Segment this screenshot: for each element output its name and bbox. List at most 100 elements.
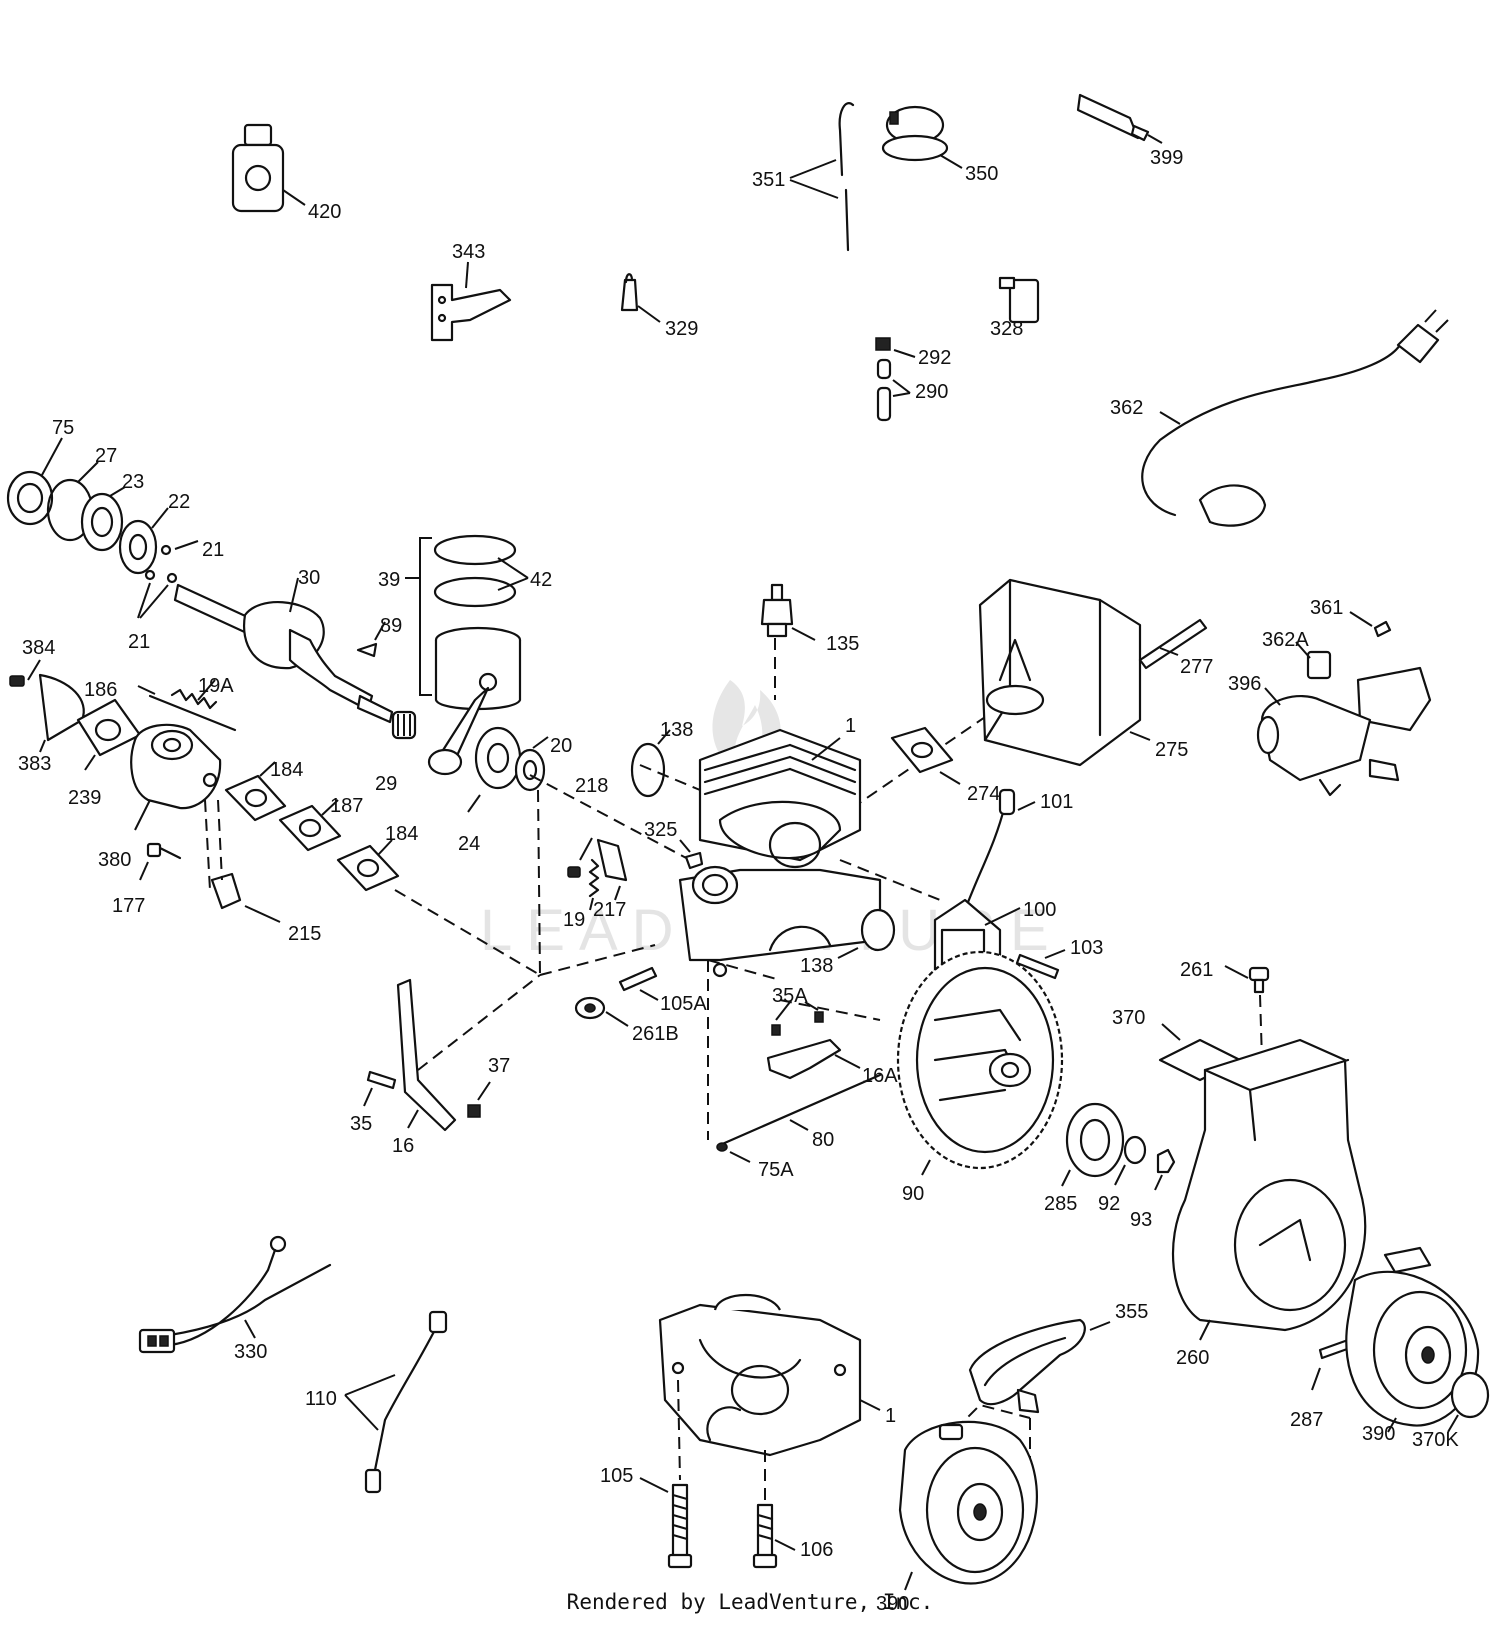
callout-277: 277 — [1180, 656, 1213, 678]
callout-103: 103 — [1070, 937, 1103, 959]
screw-218 — [567, 866, 581, 878]
callout-1-a: 1 — [845, 715, 856, 737]
callout-362A: 362A — [1262, 629, 1309, 651]
seal-20 — [514, 748, 546, 792]
bracket-217 — [596, 838, 628, 882]
callout-29: 29 — [375, 773, 397, 795]
callout-35: 35 — [350, 1113, 372, 1135]
callout-135: 135 — [826, 633, 859, 655]
bracket-39 — [419, 537, 432, 696]
screw-103 — [1015, 953, 1060, 980]
callout-275: 275 — [1155, 739, 1188, 761]
callout-42: 42 — [530, 569, 552, 591]
lever-16 — [396, 978, 457, 1132]
callout-138-b: 138 — [800, 955, 833, 977]
fuel-line-351 — [789, 102, 855, 252]
callout-19A: 19A — [198, 675, 234, 697]
callout-106: 106 — [800, 1539, 833, 1561]
starter-cup-285 — [1065, 1102, 1125, 1178]
callout-239: 239 — [68, 787, 101, 809]
callout-90: 90 — [902, 1183, 924, 1205]
callout-390-b: 390 — [876, 1593, 909, 1615]
callout-350: 350 — [965, 163, 998, 185]
bracket-343 — [430, 283, 512, 342]
callout-35A: 35A — [772, 985, 808, 1007]
flywheel-90 — [896, 950, 1064, 1170]
knob-215 — [210, 872, 242, 910]
callout-24: 24 — [458, 833, 480, 855]
gasket-239 — [76, 698, 142, 757]
callout-110: 110 — [305, 1388, 337, 1410]
callout-287: 287 — [1290, 1409, 1323, 1431]
decal-370K — [1450, 1371, 1490, 1419]
callout-370: 370 — [1112, 1007, 1145, 1029]
callout-217: 217 — [593, 899, 626, 921]
callout-399: 399 — [1150, 147, 1183, 169]
callout-274: 274 — [967, 783, 1000, 805]
callout-390-a: 390 — [1362, 1423, 1395, 1445]
callout-22: 22 — [168, 491, 190, 513]
ball-21-upper — [160, 544, 172, 556]
callout-16: 16 — [392, 1135, 414, 1157]
callout-labels: 420 343 329 351 350 399 328 292 290 362 … — [18, 147, 1459, 1615]
clip-329 — [620, 273, 639, 312]
callout-218: 218 — [575, 775, 608, 797]
callout-186: 186 — [84, 679, 117, 701]
callout-187: 187 — [330, 795, 363, 817]
callout-39: 39 — [378, 569, 400, 591]
spring-19A — [170, 688, 218, 710]
callout-370K: 370K — [1412, 1429, 1459, 1451]
callout-21-a: 21 — [202, 539, 224, 561]
bolt-35 — [366, 1070, 397, 1090]
callout-80: 80 — [812, 1129, 834, 1151]
cylinder-block-1 — [678, 728, 882, 978]
callout-396: 396 — [1228, 673, 1261, 695]
footer-credit: Rendered by LeadVenture, Inc. — [566, 1590, 934, 1614]
callout-380: 380 — [98, 849, 131, 871]
callout-27: 27 — [95, 445, 117, 467]
clamp-292 — [875, 337, 891, 351]
gasket-184-upper — [224, 774, 287, 822]
callout-75: 75 — [52, 417, 74, 439]
oil-bottle — [231, 123, 285, 213]
seal-22 — [118, 519, 158, 575]
wire-110 — [344, 1310, 448, 1494]
wire-harness-330 — [138, 1235, 332, 1354]
washer-92 — [1123, 1135, 1147, 1165]
callout-329: 329 — [665, 318, 698, 340]
callout-75A: 75A — [758, 1159, 794, 1181]
callout-138-a: 138 — [660, 719, 693, 741]
piston-ring-42-lower — [433, 576, 517, 608]
carburetor-380 — [130, 723, 222, 810]
gasket-184-lower — [336, 844, 400, 892]
callout-23: 23 — [122, 471, 144, 493]
piston-ring-42-upper — [433, 534, 517, 566]
key-328 — [998, 276, 1040, 324]
piston-39 — [427, 626, 522, 776]
nut-93 — [1156, 1148, 1176, 1174]
handle-355 — [968, 1318, 1086, 1414]
screw-361 — [1373, 620, 1392, 638]
retaining-ring-75A — [716, 1142, 728, 1152]
callout-215: 215 — [288, 923, 321, 945]
primer-bulb-350 — [881, 105, 949, 162]
bearing-24 — [474, 726, 522, 790]
callout-105: 105 — [600, 1465, 633, 1487]
blower-housing-260 — [1171, 1038, 1367, 1332]
link-186 — [148, 694, 237, 732]
screws-35A — [771, 1011, 824, 1036]
starter-motor-396 — [1256, 666, 1432, 797]
callout-292: 292 — [918, 347, 951, 369]
cover-383 — [38, 673, 85, 742]
starter-cord-362 — [1141, 309, 1449, 527]
callout-261B: 261B — [632, 1023, 679, 1045]
callout-328: 328 — [990, 318, 1023, 340]
bearing-23 — [80, 492, 124, 552]
callout-351: 351 — [752, 169, 785, 191]
callout-89: 89 — [380, 615, 402, 637]
callout-105A: 105A — [660, 993, 707, 1015]
bolt-105 — [667, 1483, 693, 1569]
fitting-177 — [146, 842, 182, 860]
bolt-106 — [752, 1503, 778, 1569]
callout-93: 93 — [1130, 1209, 1152, 1231]
